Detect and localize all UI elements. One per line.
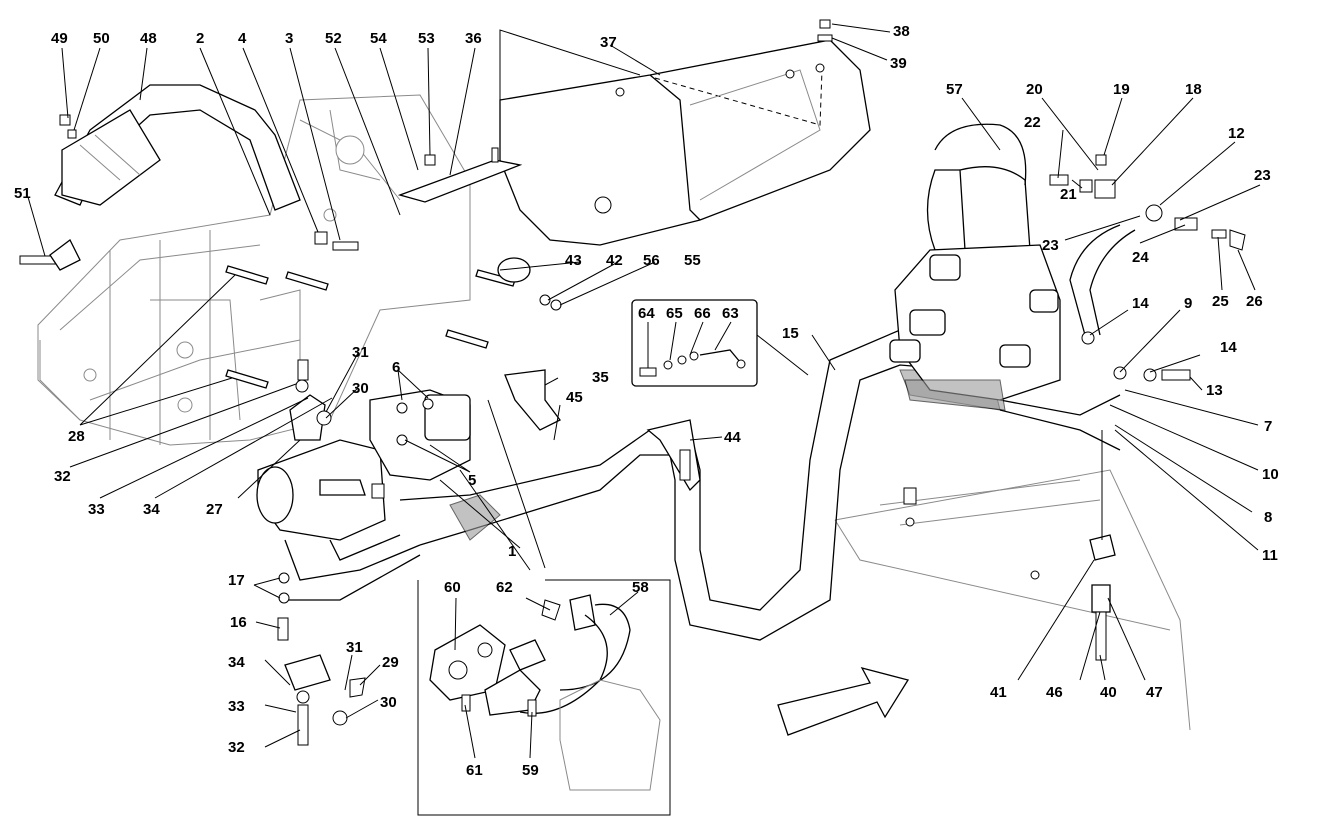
part-label-25: 25 (1212, 293, 1229, 310)
bracket-35 (504, 369, 561, 431)
part-label-66: 66 (694, 305, 711, 322)
part-label-29: 29 (382, 654, 399, 671)
part-label-40: 40 (1100, 684, 1117, 701)
part-label-36: 36 (465, 30, 482, 47)
part-label-26: 26 (1246, 293, 1263, 310)
lower-bracket (277, 572, 366, 746)
part-label-30-upper: 30 (352, 380, 369, 397)
part-label-17: 17 (228, 572, 245, 589)
part-label-38: 38 (893, 23, 910, 40)
part-label-58: 58 (632, 579, 649, 596)
bracket-44 (646, 419, 701, 492)
part-label-65: 65 (666, 305, 683, 322)
part-label-27: 27 (206, 501, 223, 518)
part-label-57: 57 (946, 81, 963, 98)
part-label-46: 46 (1046, 684, 1063, 701)
part-label-14-lower: 14 (1220, 339, 1237, 356)
part-label-34-lower: 34 (228, 654, 245, 671)
part-label-43: 43 (565, 252, 582, 269)
part-label-35: 35 (592, 369, 609, 386)
part-label-31-lower: 31 (346, 639, 363, 656)
part-label-23-left: 23 (1042, 237, 1059, 254)
part-label-32-lower: 32 (228, 739, 245, 756)
part-label-30-lower: 30 (380, 694, 397, 711)
part-label-33-upper: 33 (88, 501, 105, 518)
part-label-11: 11 (1262, 547, 1278, 564)
part-label-1: 1 (508, 543, 516, 560)
part-label-52: 52 (325, 30, 342, 47)
hydraulic-unit (889, 123, 1136, 411)
part-number-labels: 49 50 48 2 4 3 52 54 53 36 37 38 39 51 5… (14, 23, 1279, 779)
part-label-44: 44 (724, 429, 741, 446)
part-label-37: 37 (600, 34, 617, 51)
part-label-23-right: 23 (1254, 167, 1271, 184)
part-label-49: 49 (51, 30, 68, 47)
part-label-59: 59 (522, 762, 539, 779)
part-label-55: 55 (684, 252, 701, 269)
part-label-47: 47 (1146, 684, 1163, 701)
part-label-61: 61 (466, 762, 483, 779)
part-label-5: 5 (468, 472, 476, 489)
part-label-13: 13 (1206, 382, 1223, 399)
part-label-62: 62 (496, 579, 513, 596)
floor-panel (834, 469, 1191, 731)
part-label-64: 64 (638, 305, 655, 322)
part-label-6: 6 (392, 359, 400, 376)
part-label-8: 8 (1264, 509, 1272, 526)
part-label-12: 12 (1228, 125, 1245, 142)
part-label-42: 42 (606, 252, 623, 269)
actuator-assembly (256, 389, 471, 541)
studs-bolts (19, 19, 833, 441)
part-label-56: 56 (643, 252, 660, 269)
part-label-28: 28 (68, 428, 85, 445)
heat-shield-left (54, 84, 301, 211)
heat-shield-top (499, 39, 871, 246)
part-label-33-lower: 33 (228, 698, 245, 715)
part-label-19: 19 (1113, 81, 1130, 98)
part-label-14-upper: 14 (1132, 295, 1149, 312)
part-label-39: 39 (890, 55, 907, 72)
part-label-21: 21 (1060, 186, 1077, 203)
part-label-54: 54 (370, 30, 387, 47)
part-label-53: 53 (418, 30, 435, 47)
part-label-48: 48 (140, 30, 157, 47)
bracket-36 (397, 147, 523, 203)
part-label-16: 16 (230, 614, 247, 631)
part-label-7: 7 (1264, 418, 1272, 435)
part-label-31-upper: 31 (352, 344, 369, 361)
small-hoses (284, 394, 1121, 601)
part-label-18: 18 (1185, 81, 1202, 98)
part-label-51: 51 (14, 185, 31, 202)
part-label-63: 63 (722, 305, 739, 322)
part-label-24: 24 (1132, 249, 1149, 266)
part-label-15: 15 (782, 325, 799, 342)
part-label-41: 41 (990, 684, 1007, 701)
part-label-3: 3 (285, 30, 293, 47)
part-label-22: 22 (1024, 114, 1041, 131)
part-label-50: 50 (93, 30, 110, 47)
fittings-right (1049, 154, 1246, 382)
direction-arrow-icon (777, 666, 910, 736)
part-label-9: 9 (1184, 295, 1192, 312)
part-label-45: 45 (566, 389, 583, 406)
part-label-32-upper: 32 (54, 468, 71, 485)
part-label-60: 60 (444, 579, 461, 596)
part-label-20: 20 (1026, 81, 1043, 98)
part-label-10: 10 (1262, 466, 1279, 483)
part-label-4: 4 (238, 30, 247, 47)
inset-sensor-detail (417, 399, 671, 816)
part-label-2: 2 (196, 30, 204, 47)
part-label-34-upper: 34 (143, 501, 160, 518)
leader-lines (27, 23, 1261, 759)
mount-bracket (1089, 430, 1116, 661)
